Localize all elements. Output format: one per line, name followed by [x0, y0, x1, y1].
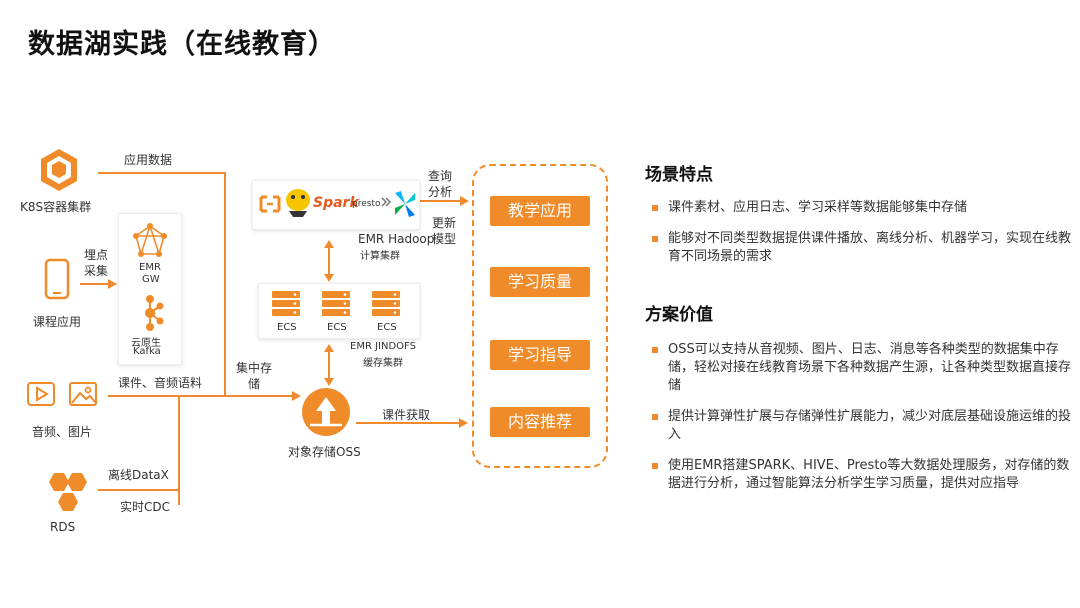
airflow-logo-icon	[395, 191, 415, 217]
edge-jindo-oss-down	[324, 378, 334, 386]
edge-course-fetch-arrow	[459, 418, 468, 428]
edge-media-line	[108, 395, 294, 397]
jindofs-subtitle: 缓存集群	[363, 358, 403, 369]
hadoop-subtitle: 计算集群	[360, 251, 400, 262]
ecs-server-icon	[272, 291, 300, 316]
scene-point: 课件素材、应用日志、学习采样等数据能够集中存储	[650, 199, 1073, 217]
scene-point: 能够对不同类型数据提供课件播放、离线分析、机器学习，实现在线教育不同场景的需求	[650, 230, 1073, 266]
ecs-label-1: ECS	[277, 322, 297, 333]
hive-logo-icon	[286, 189, 310, 217]
value-point-text: 提供计算弹性扩展与存储弹性扩展能力，减少对底层基础设施运维的投入	[668, 409, 1072, 442]
value-point: 提供计算弹性扩展与存储弹性扩展能力，减少对底层基础设施运维的投入	[650, 408, 1073, 444]
kafka-line1: 云原生	[131, 338, 161, 349]
kafka-icon	[145, 295, 164, 331]
jindofs-title: EMR JINDOFS	[350, 341, 416, 352]
edge-jindo-oss	[328, 350, 330, 380]
value-point-text: OSS可以支持从音视频、图片、日志、消息等各种类型的数据集中存储，轻松对接在线教…	[668, 342, 1072, 393]
value-title: 方案价值	[645, 305, 713, 325]
course-app-label: 课程应用	[33, 315, 82, 329]
edge-label-central-2: 储	[248, 377, 261, 391]
bullet-dot	[652, 414, 658, 420]
edge-rds-vertical	[178, 395, 180, 505]
edge-label-collect-2: 采集	[84, 264, 109, 278]
edge-label-central-1: 集中存	[236, 361, 273, 375]
phone-icon	[44, 258, 70, 300]
application-group	[472, 164, 608, 468]
edge-hadoop-jindo	[328, 246, 330, 276]
ecs-label-2: ECS	[327, 322, 347, 333]
network-icon	[133, 223, 167, 257]
edge-jindo-oss-up	[324, 344, 334, 352]
media-label: 音频、图片	[32, 425, 93, 439]
scene-point-text: 能够对不同类型数据提供课件播放、离线分析、机器学习，实现在线教育不同场景的需求	[668, 231, 1072, 264]
bullet-dot	[652, 236, 658, 242]
app-teaching[interactable]: 教学应用	[490, 196, 590, 226]
edge-collect-arrow	[108, 279, 117, 289]
bullet-dot	[652, 205, 658, 211]
edge-label-query-2: 分析	[428, 185, 453, 199]
edge-label-course-audio: 课件、音频语料	[118, 376, 203, 390]
bullet-dot	[652, 347, 658, 353]
kafka-line2: Kafka	[133, 346, 161, 357]
ecs-label-3: ECS	[377, 322, 397, 333]
rds-icon	[49, 473, 87, 511]
bullet-dot	[652, 463, 658, 469]
edge-label-app-data: 应用数据	[124, 153, 173, 167]
edge-rds-line	[98, 489, 180, 491]
app-learning-guidance[interactable]: 学习指导	[490, 340, 590, 370]
value-point: OSS可以支持从音视频、图片、日志、消息等各种类型的数据集中存储，轻松对接在线教…	[650, 341, 1073, 395]
ecs-server-icon	[372, 291, 400, 316]
edge-label-course-fetch: 课件获取	[382, 408, 431, 422]
oss-icon	[302, 388, 350, 436]
jindofs-panel: ECS ECS ECS	[258, 283, 420, 339]
edge-label-update-2: 模型	[432, 232, 457, 246]
edge-label-realtime: 实时CDC	[120, 500, 170, 514]
gateway-panel: EMR GW 云原生 Kafka	[118, 213, 182, 365]
edge-label-query-1: 查询	[428, 169, 453, 183]
edge-query-arrow	[460, 196, 469, 206]
hadoop-title: EMR Hadoop	[358, 232, 435, 246]
scene-title: 场景特点	[645, 165, 713, 185]
edge-course-fetch-line	[356, 422, 460, 424]
rds-label: RDS	[50, 520, 76, 534]
value-point: 使用EMR搭建SPARK、HIVE、Presto等大数据处理服务，对存储的数据进…	[650, 457, 1073, 493]
app-content-recommend[interactable]: 内容推荐	[490, 407, 590, 437]
edge-hadoop-jindo-down	[324, 274, 334, 282]
presto-arrows-icon	[381, 197, 391, 207]
edge-app-data-line	[98, 172, 226, 174]
spark-logo: Spark	[313, 195, 359, 211]
emr-gw-line2: GW	[142, 274, 160, 285]
oss-label: 对象存储OSS	[288, 445, 361, 459]
ecs-server-icon	[322, 291, 350, 316]
k8s-label: K8S容器集群	[20, 200, 92, 214]
scene-point-text: 课件素材、应用日志、学习采样等数据能够集中存储	[668, 200, 968, 215]
edge-query-line	[420, 200, 462, 202]
k8s-icon	[41, 149, 77, 191]
edge-hadoop-jindo-up	[324, 240, 334, 248]
edge-label-offline: 离线DataX	[108, 468, 169, 482]
edge-vertical-main	[224, 172, 226, 396]
video-icon	[27, 382, 55, 406]
edge-label-update-1: 更新	[432, 216, 457, 230]
presto-logo: presto	[352, 199, 381, 209]
value-point-text: 使用EMR搭建SPARK、HIVE、Presto等大数据处理服务，对存储的数据进…	[668, 458, 1070, 491]
edge-oss-arrow	[292, 391, 301, 401]
emr-gw-line1: EMR	[139, 262, 161, 273]
hadoop-panel: Spark presto	[252, 180, 420, 230]
edge-collect-line	[80, 283, 110, 285]
page-title: 数据湖实践（在线教育）	[28, 29, 336, 60]
image-icon	[69, 382, 97, 406]
aliyun-logo-icon	[259, 195, 281, 213]
edge-label-collect-1: 埋点	[84, 248, 109, 262]
app-learning-quality[interactable]: 学习质量	[490, 267, 590, 297]
